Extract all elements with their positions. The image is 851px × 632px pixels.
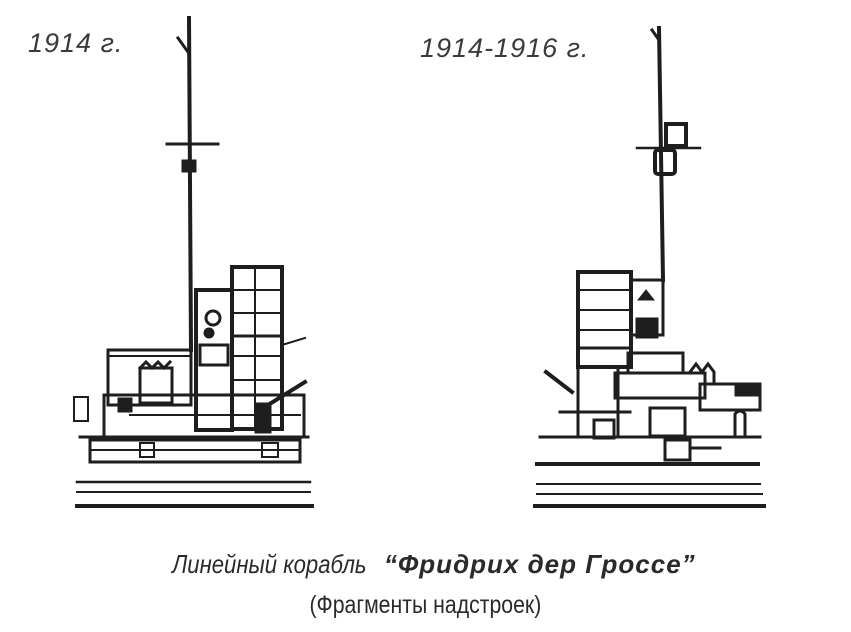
year-label-1914: 1914 г. — [28, 28, 124, 58]
year-label-1914-1916: 1914-1916 г. — [420, 33, 590, 63]
figure-caption-title: Линейный корабль “Фридрих дер Гроссе” — [0, 549, 851, 580]
ship-drawing-1914-1916 — [533, 25, 766, 508]
figure-caption-subtitle: (Фрагменты надстроек) — [0, 591, 851, 620]
caption-ship-name: “Фридрих дер Гроссе” — [384, 549, 696, 579]
caption-subtitle: (Фрагменты надстроек) — [309, 591, 542, 619]
caption-prefix: Линейный корабль — [172, 549, 367, 579]
ship-drawing-1914 — [73, 15, 314, 508]
